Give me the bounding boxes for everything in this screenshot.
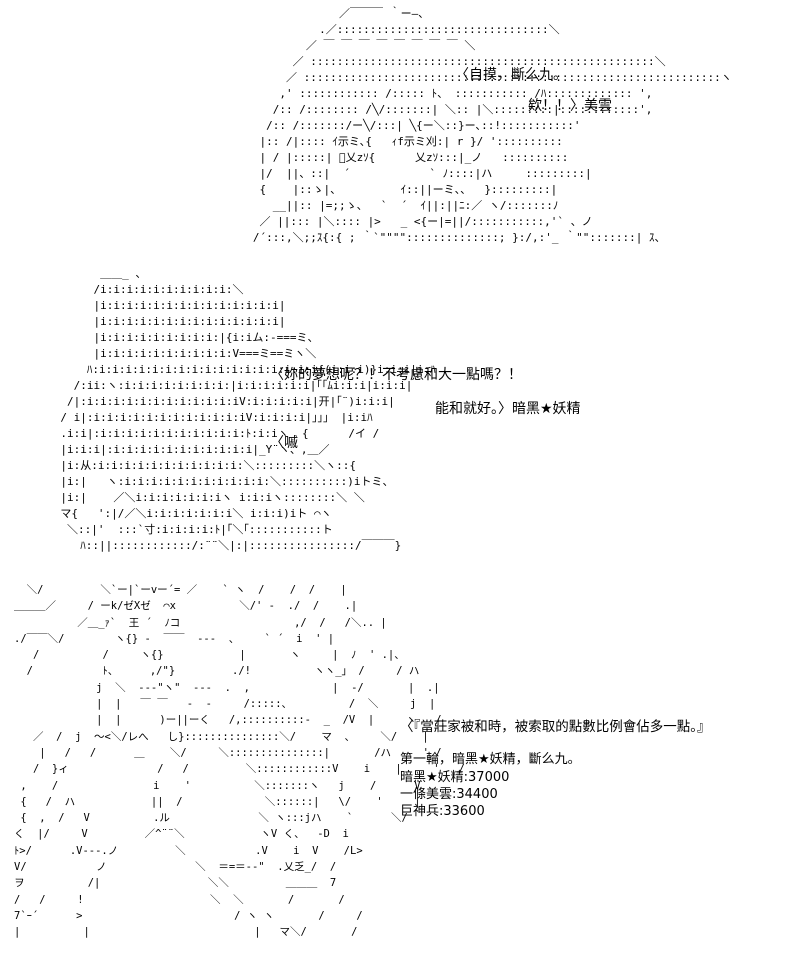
panel-3-round-result: 第一輪，暗黑★妖精，斷么九。 (400, 752, 581, 767)
panel-3: ＼/ ＼`ー|`ーvー´= ／ ` ヽ / / / | ＿＿＿／ / ーk/ゼX… (0, 578, 800, 962)
panel-1-dialogue-line-1: 〈自摸，斷么九。 (455, 67, 567, 83)
panel-3-ascii-art: ＼/ ＼`ー|`ーvー´= ／ ` ヽ / / / | ＿＿＿／ / ーk/ゼX… (14, 584, 465, 939)
panel-3-score-3: 巨神兵:33600 (400, 804, 485, 819)
panel-1: ／￣￣￣ ｀ー―、 .／::::::::::::::::::::::::::::… (0, 0, 800, 260)
panel-2-dialogue-line-3: 〈嘁 (270, 435, 298, 451)
panel-2-dialogue-line-1: 〈妳的夢想呢？！不考慮和大一點嗎？！ (270, 367, 522, 383)
panel-3-score-1: 暗黑★妖精:37000 (400, 770, 510, 785)
panel-1-dialogue-line-2: 欸！！〉美雲 (528, 98, 612, 114)
panel-3-rule-heading: 〈『當莊家被和時，被索取的點數比例會佔多一點。』 (400, 719, 711, 735)
panel-2: ＿＿_ 、 /i:i:i:i:i:i:i:i:i:i:＼ |i:i:i:i:i:… (0, 262, 800, 570)
panel-3-score-2: 一條美雲:34400 (400, 787, 498, 802)
panel-1-ascii-art: ／￣￣￣ ｀ー―、 .／::::::::::::::::::::::::::::… (252, 7, 732, 244)
panel-2-ascii-art: ＿＿_ 、 /i:i:i:i:i:i:i:i:i:i:＼ |i:i:i:i:i:… (60, 267, 436, 552)
panel-2-dialogue-line-2: 能和就好。〉暗黑★妖精 (435, 401, 581, 417)
